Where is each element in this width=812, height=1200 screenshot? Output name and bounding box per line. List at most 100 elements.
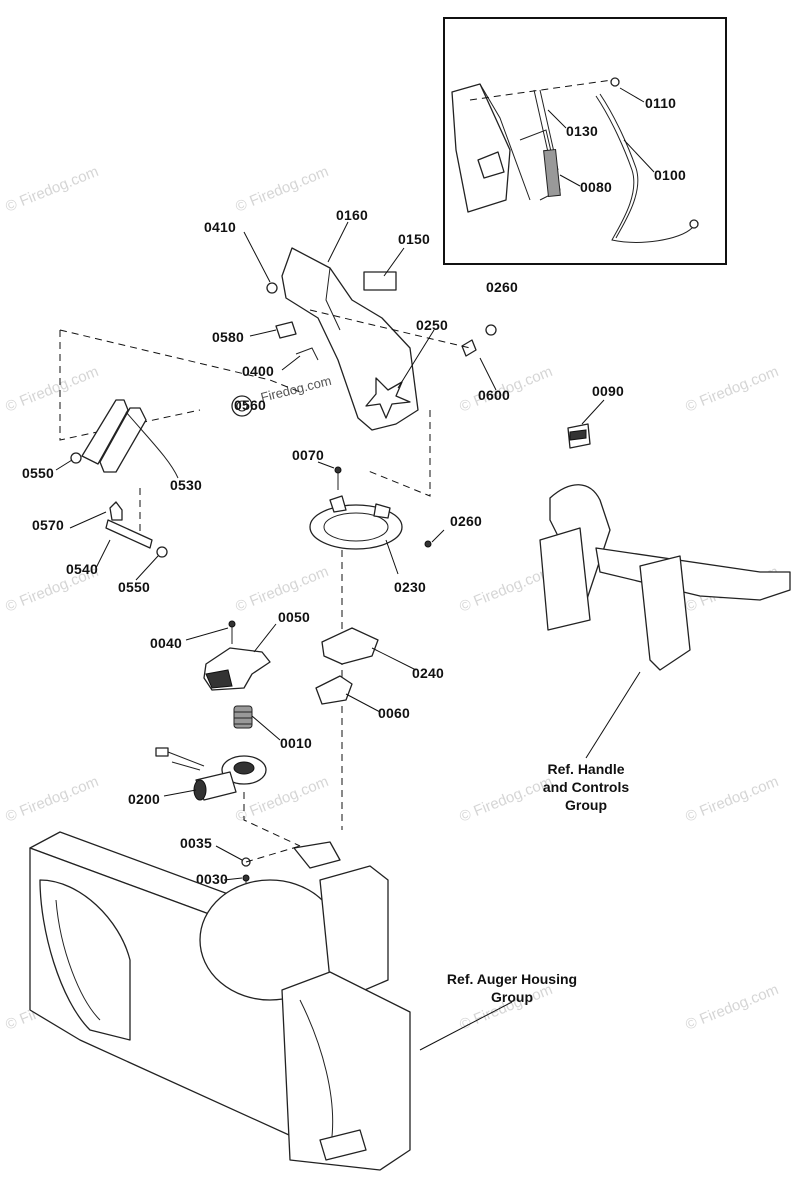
part-label-0030: 0030 — [196, 871, 228, 887]
part-label-0240: 0240 — [412, 665, 444, 681]
watermark: © Firedog.com — [457, 773, 555, 826]
part-label-0560: 0560 — [234, 397, 266, 413]
deflector — [281, 247, 419, 431]
leader — [385, 539, 399, 575]
part-label-0530: 0530 — [170, 477, 202, 493]
handle-rod — [81, 399, 129, 465]
part-label-0260-mid: 0260 — [450, 513, 482, 529]
centerline — [309, 309, 471, 349]
leader — [253, 623, 277, 653]
leader — [243, 231, 271, 283]
gear-cover-group: 0040 0050 — [150, 609, 310, 691]
leader — [383, 247, 405, 277]
leader — [623, 139, 655, 173]
leader — [327, 221, 349, 263]
part-label-0410: 0410 — [204, 219, 236, 235]
auger-housing — [29, 831, 411, 1171]
screw-head — [334, 466, 342, 474]
ref-handle-line2: and Controls — [543, 779, 630, 795]
watermark: © Firedog.com — [3, 363, 101, 416]
centerline — [59, 329, 301, 393]
motor-group: 0010 0200 — [128, 705, 312, 847]
skid-shoe — [319, 1129, 367, 1161]
part-label-0150: 0150 — [398, 231, 430, 247]
wire-connector — [155, 747, 169, 757]
part-label-0230: 0230 — [394, 579, 426, 595]
ref-handle-line3: Group — [565, 797, 607, 813]
motor-wires — [167, 751, 205, 771]
watermark: © Firedog.com — [233, 163, 331, 216]
leader — [281, 355, 301, 371]
watermark: © Firedog.com — [3, 773, 101, 826]
handle-leader-line — [125, 411, 179, 479]
auger-reference: Ref. Auger Housing Group — [419, 971, 577, 1051]
ring-inner — [236, 400, 248, 412]
clip-0580 — [275, 321, 297, 339]
handle-bar — [595, 547, 791, 601]
centerline — [365, 410, 431, 497]
deflector-fold — [325, 267, 341, 331]
ref-auger-line2: Group — [491, 989, 533, 1005]
nut-0260b — [424, 540, 432, 548]
ring-tab — [373, 503, 391, 519]
nut-0410 — [266, 282, 278, 294]
nut — [610, 77, 620, 87]
inset-detail: 0110 0130 0100 0080 — [443, 17, 727, 265]
chute-deflector: Firedog.com 0410 0160 0150 0580 0400 056… — [59, 207, 518, 497]
part-label-0250: 0250 — [416, 317, 448, 333]
left-skid — [55, 899, 101, 1021]
crank-handle-group: 0550 0530 0570 0540 0550 — [22, 399, 202, 595]
motor-hub — [233, 761, 255, 775]
leader — [55, 459, 73, 471]
leader — [223, 877, 243, 881]
ring-0560 — [231, 395, 253, 417]
leader — [479, 357, 497, 391]
part-label-0080: 0080 — [580, 179, 612, 195]
part-label-0060: 0060 — [378, 705, 410, 721]
leader — [619, 87, 645, 103]
ring-tab — [329, 495, 347, 513]
centerline — [59, 330, 201, 441]
watermark: © Firedog.com — [457, 563, 555, 616]
bolt-0570 — [109, 501, 123, 521]
watermark: © Firedog.com — [683, 363, 781, 416]
cable — [595, 95, 693, 243]
nut-0260 — [485, 324, 497, 336]
part-label-0400: 0400 — [242, 363, 274, 379]
handle-post — [639, 555, 691, 671]
part-label-0070: 0070 — [292, 447, 324, 463]
screw-head — [228, 620, 236, 628]
leader — [251, 715, 281, 741]
leader — [559, 174, 581, 187]
leader — [215, 845, 243, 861]
bolt-0600 — [461, 339, 477, 357]
nut-0550 — [70, 452, 82, 464]
leader — [185, 627, 229, 641]
centerline — [245, 845, 301, 863]
leader — [581, 399, 605, 425]
leader — [431, 529, 445, 543]
chute-fold — [479, 83, 531, 201]
right-skid — [299, 999, 334, 1151]
plate-0240 — [321, 627, 379, 665]
handle-controls: 0090 Ref. Handle and Controls Group — [539, 383, 791, 813]
cover-face — [205, 669, 233, 689]
cable-end — [689, 219, 699, 229]
console — [539, 527, 591, 631]
watermark: © Firedog.com — [683, 981, 781, 1034]
part-label-0110: 0110 — [645, 95, 676, 111]
leader — [547, 109, 567, 129]
leader — [419, 1001, 513, 1051]
pin-0400 — [295, 347, 319, 361]
chute-flange — [293, 841, 341, 869]
part-label-0050: 0050 — [278, 609, 310, 625]
plate-0060 — [315, 675, 353, 705]
part-label-0100: 0100 — [654, 167, 686, 183]
gear-teeth — [234, 711, 252, 725]
part-label-0040: 0040 — [150, 635, 182, 651]
part-label-0260-top: 0260 — [486, 279, 518, 295]
ref-auger-line1: Ref. Auger Housing — [447, 971, 577, 987]
star-bracket-0250 — [365, 377, 411, 419]
decal-0150 — [363, 271, 397, 291]
